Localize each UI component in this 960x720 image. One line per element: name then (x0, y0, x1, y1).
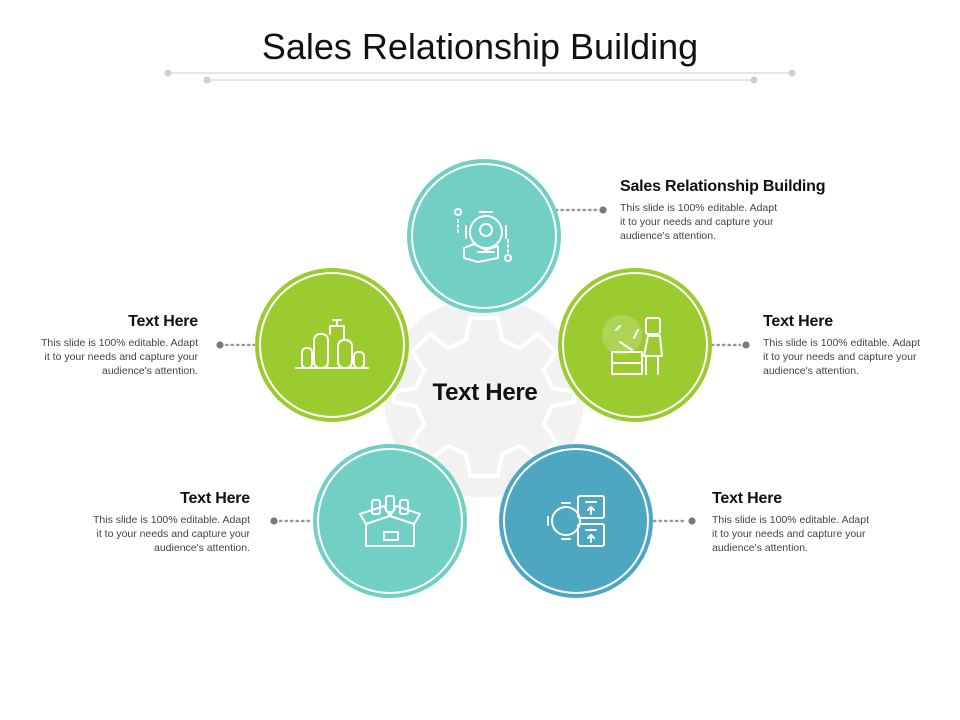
factory-tanks-icon (295, 319, 369, 369)
item-bottom-right: Text Here This slide is 100% editable. A… (712, 490, 912, 555)
center-label: Text Here (432, 379, 538, 406)
item-description: This slide is 100% editable. Adapt it to… (620, 202, 778, 242)
connector-bottom-left (270, 517, 314, 525)
circle-bottom-left (313, 444, 467, 598)
background-gear-outline (392, 316, 576, 478)
item-description: This slide is 100% editable. Adapt it to… (712, 514, 870, 554)
gear-documents-icon (547, 495, 605, 547)
circle-right (558, 268, 712, 422)
item-description: This slide is 100% editable. Adapt it to… (763, 337, 921, 377)
item-heading: Text Here (128, 313, 198, 330)
settings-hand-icon (454, 208, 512, 263)
item-description: This slide is 100% editable. Adapt it to… (40, 337, 198, 377)
connector-left (216, 341, 256, 349)
item-heading: Text Here (712, 490, 782, 507)
item-right: Text Here This slide is 100% editable. A… (763, 313, 953, 378)
connector-bottom-right (652, 517, 696, 525)
connector-top-right (554, 206, 607, 214)
product-box-icon (359, 495, 421, 547)
connector-right (710, 341, 750, 349)
item-heading: Text Here (763, 313, 833, 330)
item-left: Text Here This slide is 100% editable. A… (8, 313, 198, 378)
slide-title: Sales Relationship Building (261, 26, 699, 67)
item-top-right: Sales Relationship Building This slide i… (620, 178, 880, 243)
item-bottom-left: Text Here This slide is 100% editable. A… (60, 490, 250, 555)
title-rule (164, 69, 796, 84)
circle-left (255, 268, 409, 422)
circle-bottom-right (499, 444, 653, 598)
item-heading: Text Here (180, 490, 250, 507)
presentation-teacher-icon (602, 315, 663, 375)
item-description: This slide is 100% editable. Adapt it to… (92, 514, 250, 554)
item-heading: Sales Relationship Building (620, 178, 826, 195)
background-gear-icon (384, 297, 584, 497)
